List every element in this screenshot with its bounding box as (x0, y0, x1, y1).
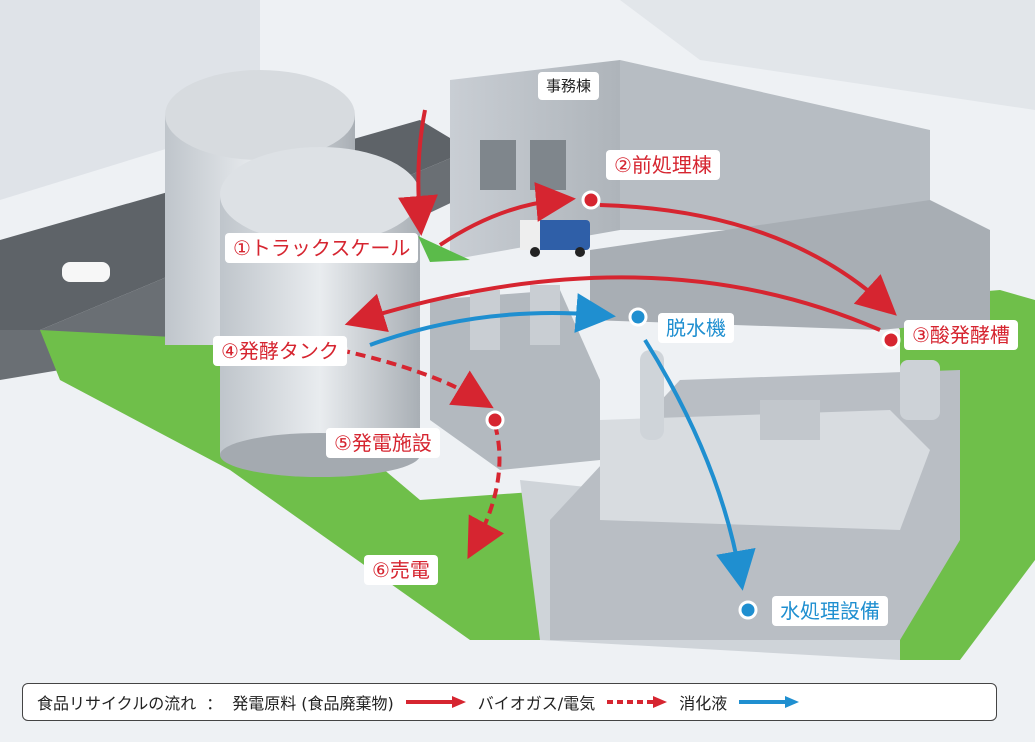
water-treatment-label: 水処理設備 (772, 596, 888, 626)
background-building (620, 0, 1035, 110)
car (62, 262, 110, 282)
legend-raw-material: 発電原料 (食品廃棄物) (232, 694, 394, 713)
legend-digestate: 消化液 (679, 694, 728, 713)
fermentation-tank-label: ④発酵タンク (213, 336, 347, 366)
background-building (0, 0, 260, 200)
office-label: 事務棟 (538, 72, 600, 100)
legend: 食品リサイクルの流れ ： 発電原料 (食品廃棄物) バイオガス/電気 消化液 (22, 683, 997, 721)
flow-arrow-digestate (643, 338, 756, 591)
electricity-sale-label: ⑥売電 (364, 555, 438, 585)
station-marker (738, 600, 758, 620)
station-marker (581, 190, 601, 210)
legend-title: 食品リサイクルの流れ (37, 694, 197, 713)
flow-arrow-dashed (339, 348, 494, 409)
legend-blue-arrow (739, 696, 800, 708)
legend-dashed-red-arrow (607, 696, 668, 708)
station-marker (881, 330, 901, 350)
station-marker (628, 307, 648, 327)
legend-solid-red-arrow (405, 696, 466, 708)
flow-arrow-digestate (369, 293, 616, 347)
power-plant-label: ⑤発電施設 (326, 428, 440, 458)
dehydrator-label: 脱水機 (658, 313, 734, 343)
flow-arrow (438, 182, 576, 247)
truck-scale-marker (418, 236, 470, 262)
flow-arrow (344, 275, 881, 332)
flow-arrow (599, 203, 897, 316)
flow-arrow (398, 109, 438, 236)
legend-biogas: バイオガス/電気 (477, 694, 596, 713)
truck-scale-label: ①トラックスケール (225, 233, 419, 263)
pretreatment-label: ②前処理棟 (606, 150, 720, 180)
station-marker (485, 410, 505, 430)
acid-tank-label: ③酸発酵槽 (904, 320, 1018, 350)
legend-separator: ： (206, 694, 223, 713)
flow-arrow-dashed (467, 424, 504, 560)
